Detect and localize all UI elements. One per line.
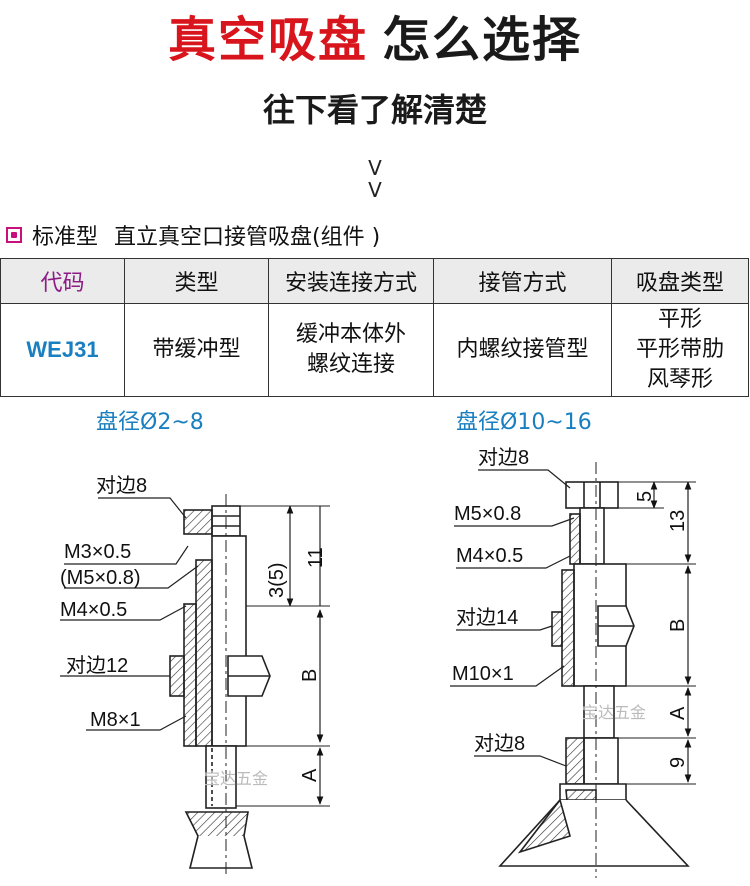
chevron-down-icon: V xyxy=(368,178,382,202)
cell-mount-line1: 缓冲本体外 xyxy=(295,322,406,347)
left-label-hex-top: 对边8 xyxy=(96,474,147,497)
left-drawing xyxy=(60,494,330,876)
right-dim-b: B xyxy=(667,619,689,632)
right-top-hex xyxy=(565,481,619,509)
right-label-thread1: M5×0.8 xyxy=(454,503,521,525)
cell-pad-2: 平形带肋 xyxy=(635,337,724,362)
left-label-thread1: M3×0.5 xyxy=(64,541,131,563)
left-dim-a: A xyxy=(299,768,321,782)
right-label-hex-nut: 对边14 xyxy=(456,606,518,629)
cell-mount-line2: 螺纹连接 xyxy=(306,352,395,377)
chevron-down-icon: V xyxy=(368,156,382,180)
bullet-square-icon xyxy=(6,227,22,243)
left-dim-b: B xyxy=(299,669,321,682)
right-label-hex-bottom: 对边8 xyxy=(474,732,525,755)
col-header-mount: 安装连接方式 xyxy=(268,258,434,304)
section-heading: 标准型 直立真空口接管吸盘(组件 ) xyxy=(0,222,381,250)
left-label-thread1-alt: (M5×0.8) xyxy=(60,567,141,589)
cell-pipe: 内螺纹接管型 xyxy=(433,303,612,397)
cell-pad-1: 平形 xyxy=(657,307,702,332)
left-shaft xyxy=(211,535,247,747)
subtitle: 往下看了解清楚 xyxy=(262,91,487,129)
col-header-code: 代码 xyxy=(0,258,125,304)
watermark: 宝达五金 xyxy=(582,704,646,722)
right-drawing xyxy=(450,462,696,878)
col-header-pad: 吸盘类型 xyxy=(611,258,749,304)
left-dim-3: 3(5) xyxy=(266,562,288,598)
hero-title-dark: 怎么选择 xyxy=(382,12,583,68)
left-label-hex-nut: 对边12 xyxy=(66,654,128,677)
right-dim-9: 9 xyxy=(667,757,689,768)
hero-banner: 真空吸盘怎么选择 xyxy=(0,0,750,80)
right-label-hex-top: 对边8 xyxy=(478,446,529,469)
table-header-row: 代码 类型 安装连接方式 接管方式 吸盘类型 xyxy=(0,258,749,304)
col-header-type: 类型 xyxy=(124,258,269,304)
spec-table: 代码 类型 安装连接方式 接管方式 吸盘类型 WEJ31 带缓冲型 缓冲本体外 … xyxy=(0,258,749,397)
cell-mount: 缓冲本体外 螺纹连接 xyxy=(268,303,434,397)
technical-drawing: 对边8 M3×0.5 (M5×0.8) M4×0.5 对边12 M8×1 11 … xyxy=(60,446,696,878)
cell-type: 带缓冲型 xyxy=(124,303,269,397)
table-row: WEJ31 带缓冲型 缓冲本体外 螺纹连接 内螺纹接管型 平形 平形带肋 风琴形 xyxy=(0,303,749,397)
left-dim-11: 11 xyxy=(305,547,327,568)
right-dim-5: 5 xyxy=(634,491,656,502)
left-diagram-title: 盘径Ø2~8 xyxy=(96,410,204,435)
right-diagram-title: 盘径Ø10~16 xyxy=(456,410,592,435)
right-dim-a: A xyxy=(667,706,689,720)
section-std-label: 标准型 xyxy=(32,225,99,250)
col-header-pipe: 接管方式 xyxy=(433,258,612,304)
section-name: 直立真空口接管吸盘(组件 ) xyxy=(114,225,381,250)
cell-pad-3: 风琴形 xyxy=(646,367,713,392)
right-label-thread3: M10×1 xyxy=(452,663,514,685)
right-dim-13: 13 xyxy=(667,510,689,532)
hero-title-red: 真空吸盘 xyxy=(167,12,368,68)
right-label-thread2: M4×0.5 xyxy=(456,545,523,567)
hero-title: 真空吸盘怎么选择 xyxy=(0,0,750,80)
left-label-thread3: M8×1 xyxy=(90,709,141,731)
cell-code: WEJ31 xyxy=(0,303,125,397)
watermark: 宝达五金 xyxy=(204,770,268,788)
cell-pad: 平形 平形带肋 风琴形 xyxy=(611,303,749,397)
left-label-thread2: M4×0.5 xyxy=(60,599,127,621)
